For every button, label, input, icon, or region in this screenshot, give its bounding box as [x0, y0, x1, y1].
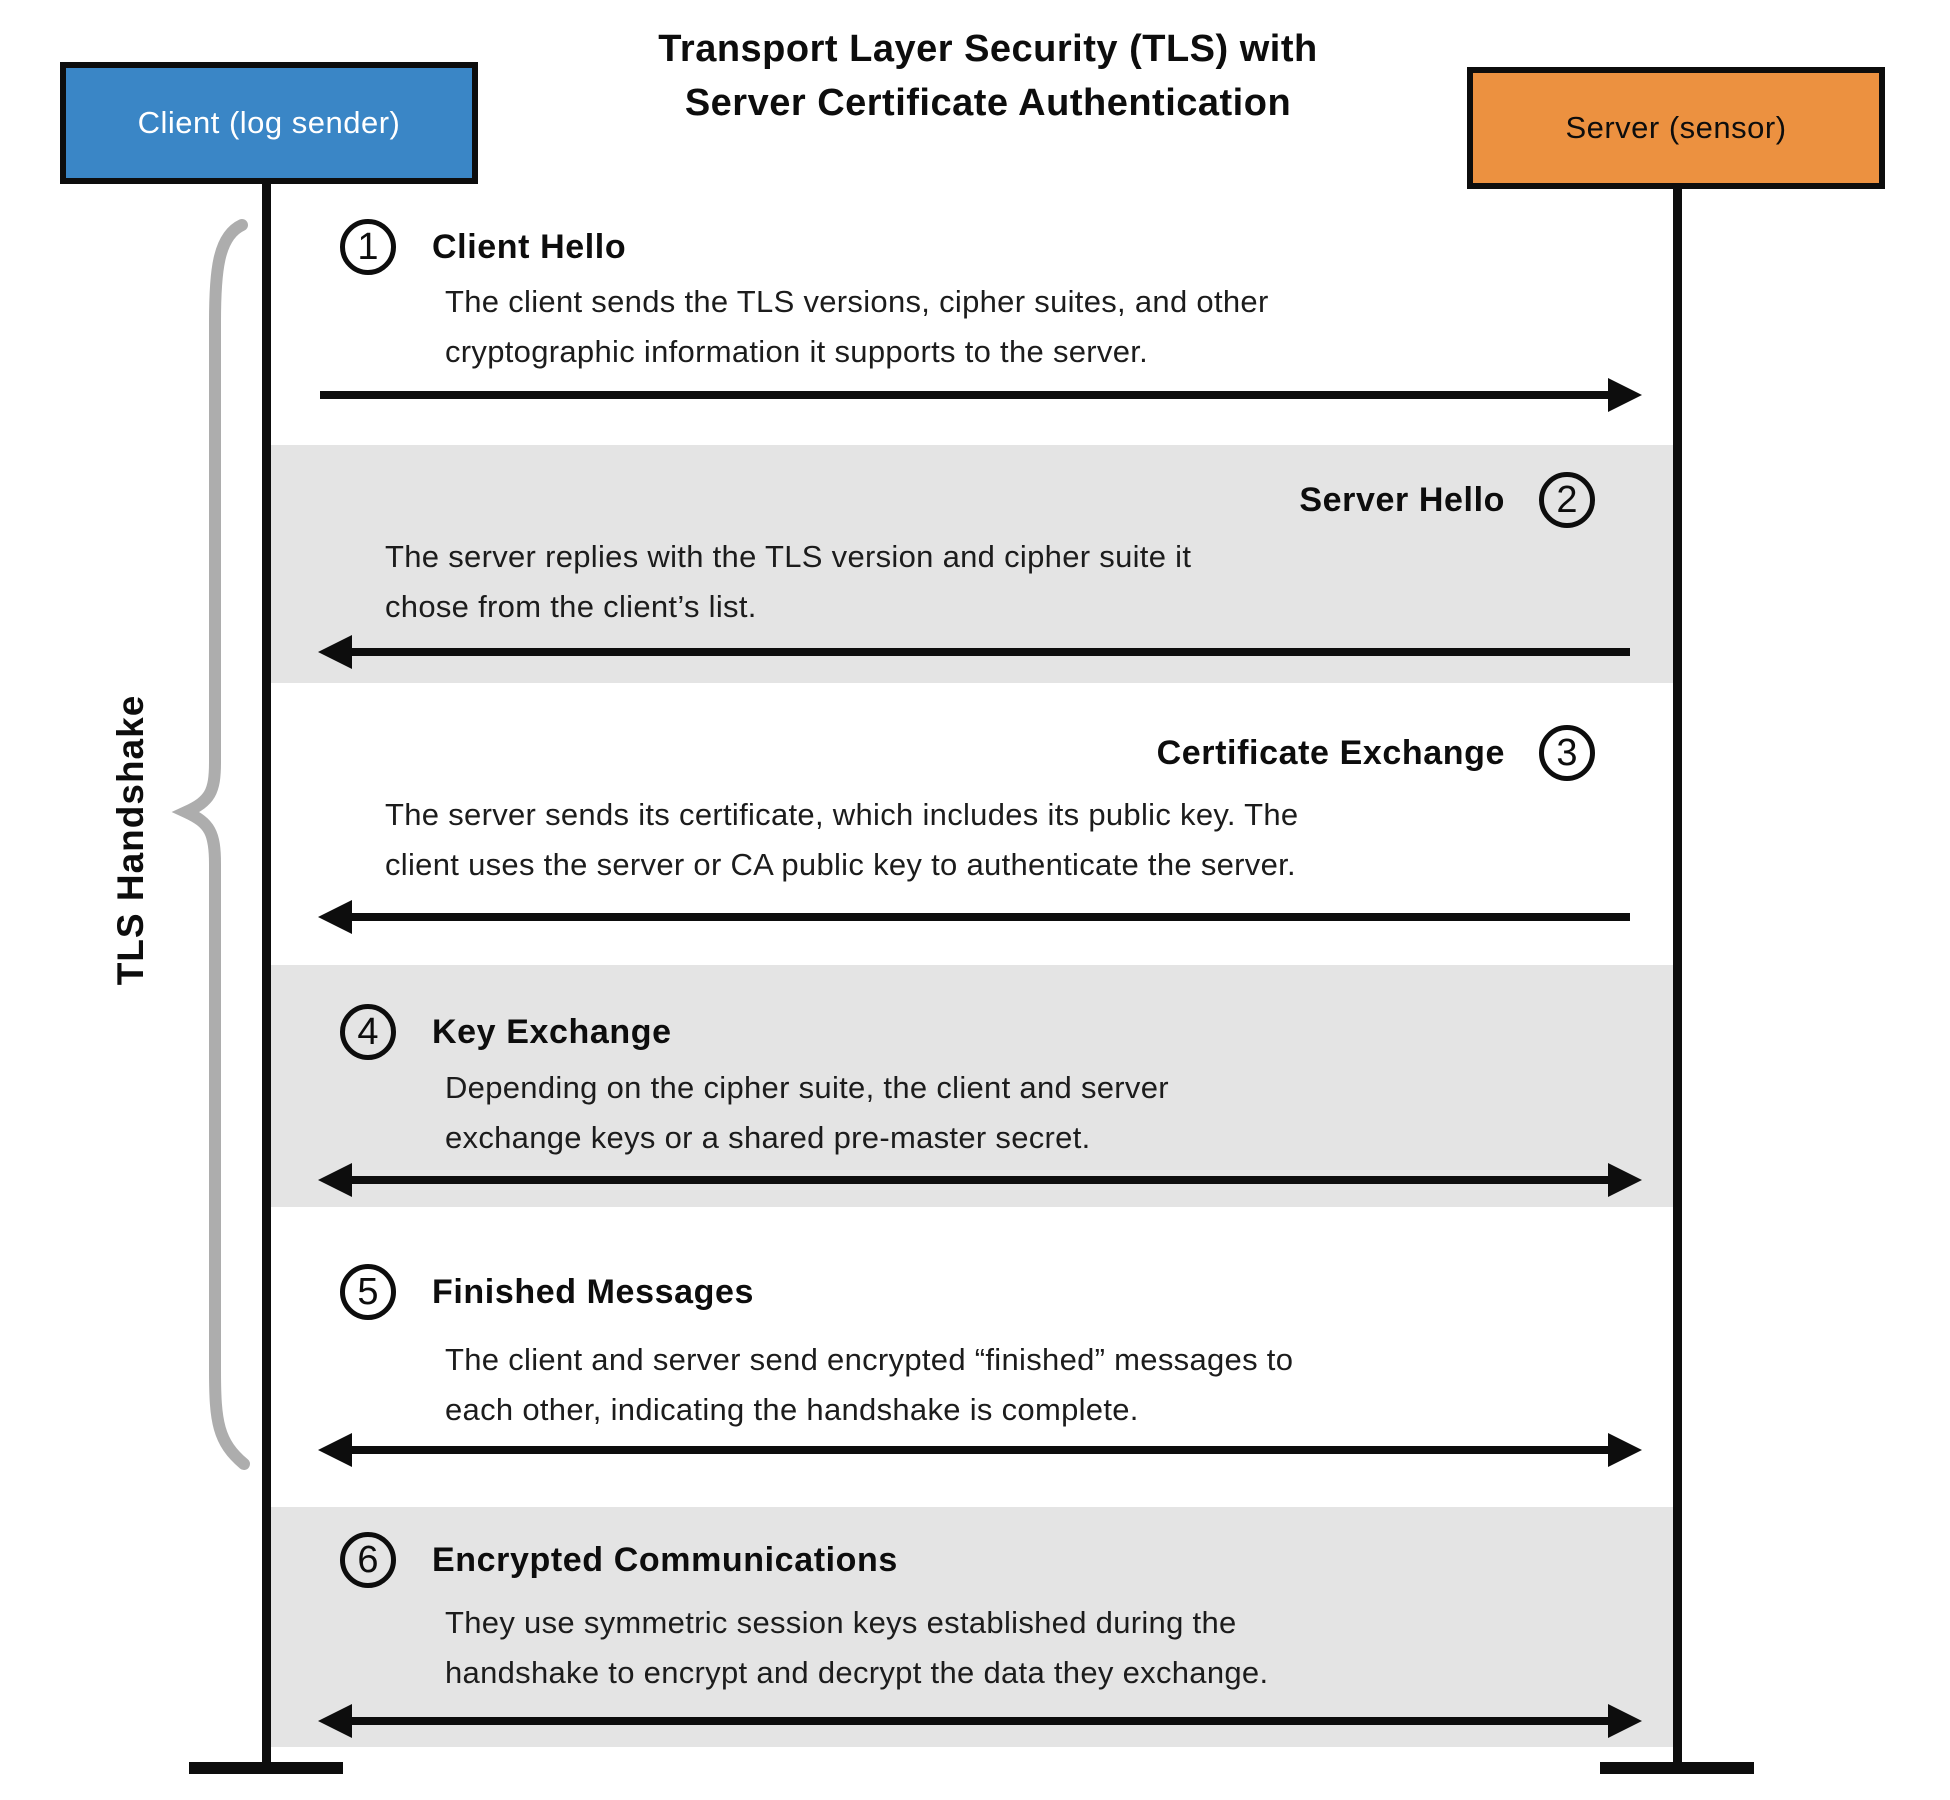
client-actor-label: Client (log sender) — [137, 105, 401, 140]
tls-handshake-label: TLS Handshake — [110, 694, 151, 986]
step-4-number: 4 — [357, 1010, 379, 1053]
step-5-number: 5 — [357, 1270, 379, 1313]
step-5-arrowhead-left-icon — [318, 1433, 352, 1467]
client-actor-box: Client (log sender) — [60, 62, 478, 184]
step-5-title: Finished Messages — [432, 1273, 754, 1311]
step-3-number-badge: 3 — [1539, 725, 1595, 781]
tls-handshake-brace — [171, 219, 250, 1470]
step-3-arrowhead-left-icon — [318, 900, 352, 934]
step-2-number: 2 — [1556, 478, 1578, 521]
step-4-title: Key Exchange — [432, 1013, 672, 1051]
step-3-number: 3 — [1556, 731, 1578, 774]
step-3-description: The server sends its certificate, which … — [385, 790, 1298, 890]
step-6-number-badge: 6 — [340, 1532, 396, 1588]
step-5-number-badge: 5 — [340, 1264, 396, 1320]
step-6-desc-line-2: handshake to encrypt and decrypt the dat… — [445, 1655, 1269, 1690]
client-lifeline-foot — [189, 1762, 343, 1774]
step-5-desc-line-2: each other, indicating the handshake is … — [445, 1392, 1139, 1427]
step-2-description: The server replies with the TLS version … — [385, 532, 1191, 632]
step-6-description: They use symmetric session keys establis… — [445, 1598, 1268, 1698]
step-1-arrowhead-right-icon — [1608, 378, 1642, 412]
step-5-description: The client and server send encrypted “fi… — [445, 1335, 1293, 1435]
step-2-desc-line-1: The server replies with the TLS version … — [385, 539, 1192, 574]
step-1-desc-line-2: cryptographic information it supports to… — [445, 334, 1149, 369]
step-2-band — [271, 445, 1675, 683]
step-4-desc-line-1: Depending on the cipher suite, the clien… — [445, 1070, 1169, 1105]
step-6-title: Encrypted Communications — [432, 1541, 898, 1579]
step-5-desc-line-1: The client and server send encrypted “fi… — [445, 1342, 1294, 1377]
step-1-title: Client Hello — [432, 228, 627, 266]
page-title: Transport Layer Security (TLS) with Serv… — [400, 22, 1576, 130]
server-lifeline-foot — [1600, 1762, 1754, 1774]
step-2-arrowhead-left-icon — [318, 635, 352, 669]
step-3-title: Certificate Exchange — [1156, 734, 1505, 772]
page-title-line-1: Transport Layer Security (TLS) with — [658, 28, 1318, 70]
step-6-arrowhead-left-icon — [318, 1704, 352, 1738]
step-6-arrowhead-right-icon — [1608, 1704, 1642, 1738]
step-6-band — [271, 1507, 1675, 1747]
step-4-arrowhead-left-icon — [318, 1163, 352, 1197]
step-4-desc-line-2: exchange keys or a shared pre-master sec… — [445, 1120, 1091, 1155]
client-lifeline — [262, 183, 271, 1769]
step-3-desc-line-1: The server sends its certificate, which … — [385, 797, 1299, 832]
server-actor-label: Server (sensor) — [1565, 110, 1787, 145]
step-2-desc-line-2: chose from the client’s list. — [385, 589, 757, 624]
step-1-desc-line-1: The client sends the TLS versions, ciphe… — [445, 284, 1269, 319]
page-title-line-2: Server Certificate Authentication — [684, 82, 1292, 124]
step-4-band — [271, 965, 1675, 1207]
step-2-title: Server Hello — [1299, 481, 1505, 519]
step-2-number-badge: 2 — [1539, 472, 1595, 528]
step-1-number-badge: 1 — [340, 219, 396, 275]
step-4-arrowhead-right-icon — [1608, 1163, 1642, 1197]
server-actor-box: Server (sensor) — [1467, 67, 1885, 189]
step-5-arrowhead-right-icon — [1608, 1433, 1642, 1467]
server-lifeline — [1673, 188, 1682, 1769]
step-6-number: 6 — [357, 1538, 379, 1581]
step-6-desc-line-1: They use symmetric session keys establis… — [445, 1605, 1237, 1640]
step-1-number: 1 — [357, 225, 379, 268]
step-4-description: Depending on the cipher suite, the clien… — [445, 1063, 1169, 1163]
step-3-desc-line-2: client uses the server or CA public key … — [385, 847, 1296, 882]
step-4-number-badge: 4 — [340, 1004, 396, 1060]
step-1-description: The client sends the TLS versions, ciphe… — [445, 277, 1269, 377]
